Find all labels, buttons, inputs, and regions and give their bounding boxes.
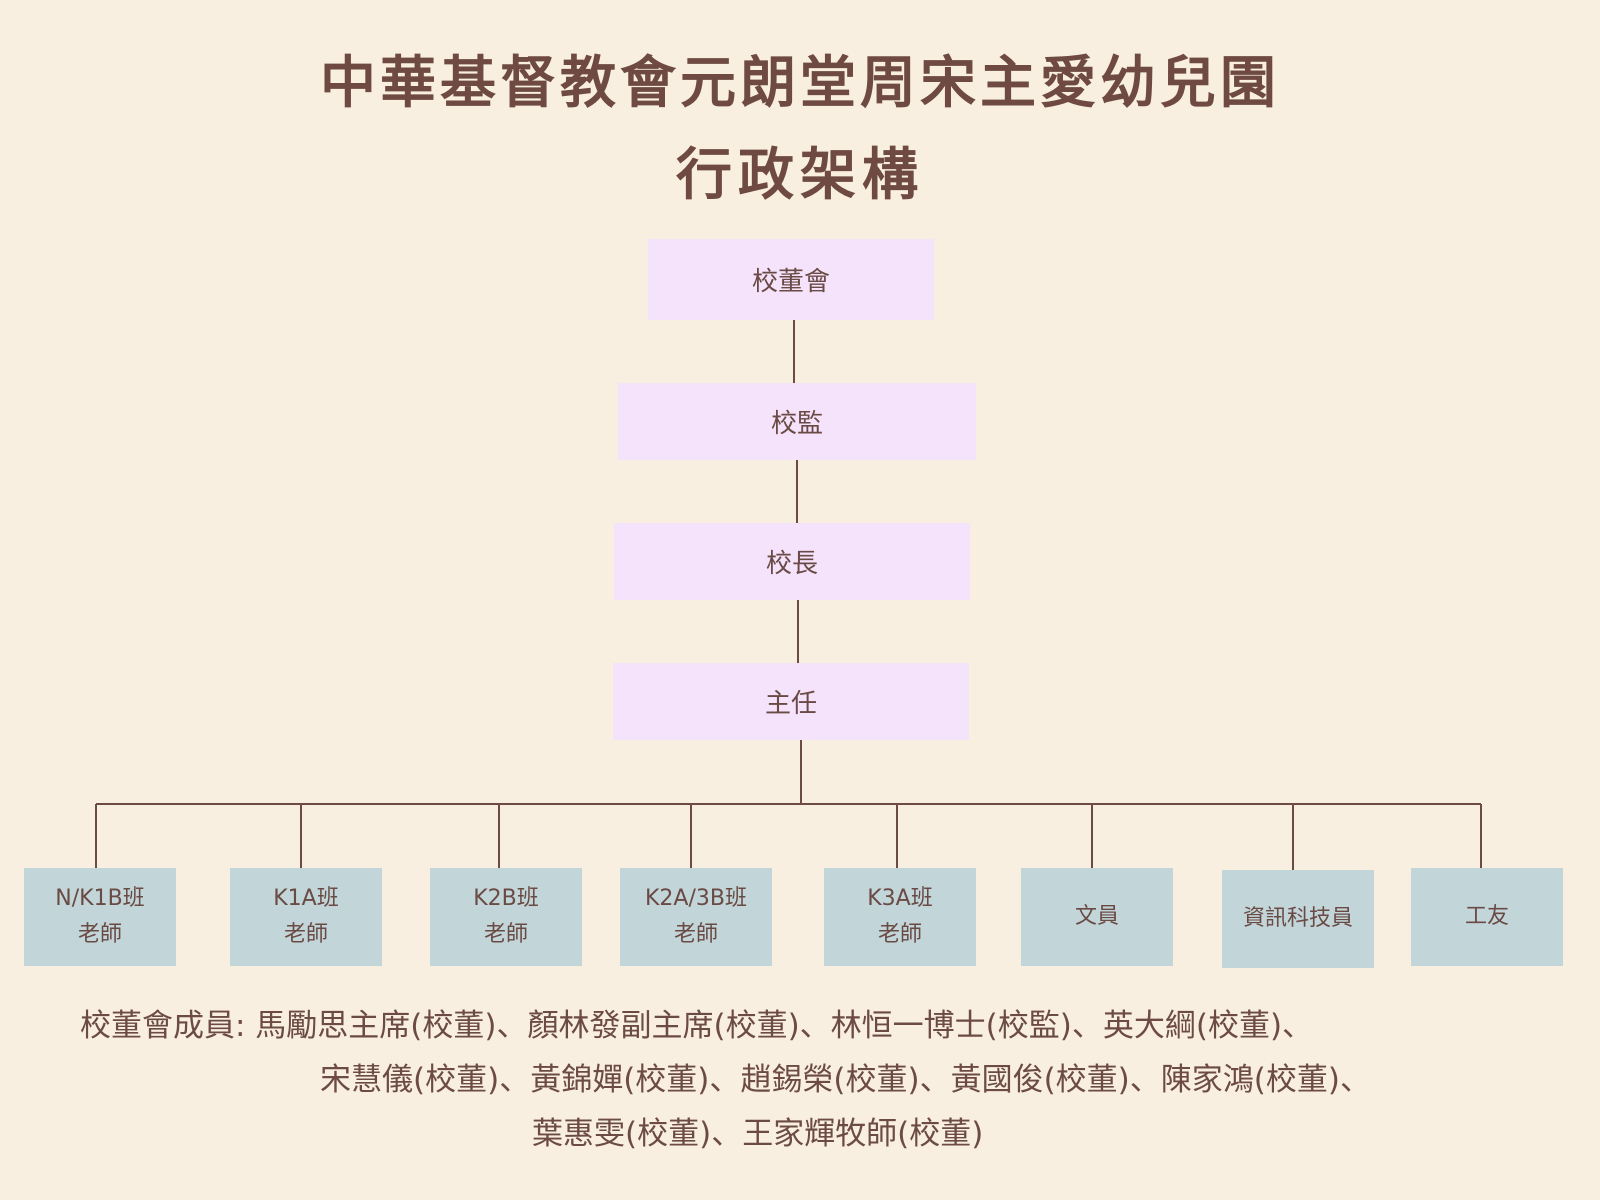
unit-name: 文員 bbox=[1074, 904, 1119, 929]
unit-name: K3A班 bbox=[867, 886, 933, 911]
unit-name: K2B班 bbox=[473, 886, 539, 911]
unit-sub: 老師 bbox=[283, 922, 328, 947]
principal-box: 校長 bbox=[614, 523, 970, 600]
director-box: 主任 bbox=[613, 663, 969, 740]
board-members-line-2: 宋慧儀(校董)、黃錦嬋(校董)、趙錫榮(校董)、黃國俊(校董)、陳家鴻(校董)、 bbox=[320, 1062, 1371, 1098]
unit-box: 工友 bbox=[1411, 868, 1563, 966]
unit-name: 工友 bbox=[1464, 904, 1509, 929]
board-box: 校董會 bbox=[648, 239, 934, 320]
supervisor-label: 校監 bbox=[770, 409, 823, 439]
unit-sub: 老師 bbox=[877, 922, 922, 947]
board-label: 校董會 bbox=[751, 267, 830, 297]
unit-box: K2B班 老師 bbox=[430, 868, 582, 966]
unit-sub: 老師 bbox=[77, 922, 122, 947]
unit-box: 資訊科技員 bbox=[1222, 870, 1374, 968]
director-label: 主任 bbox=[764, 689, 817, 719]
unit-sub: 老師 bbox=[673, 922, 718, 947]
board-members-line-1: 校董會成員: 馬勵思主席(校董)、顏林發副主席(校董)、林恒一博士(校監)、英大… bbox=[80, 1008, 1314, 1044]
unit-name: N/K1B班 bbox=[55, 886, 145, 911]
unit-box: K3A班 老師 bbox=[824, 868, 976, 966]
unit-name: K2A/3B班 bbox=[645, 886, 747, 911]
unit-name: 資訊科技員 bbox=[1242, 906, 1353, 931]
unit-box: K2A/3B班 老師 bbox=[620, 868, 772, 966]
unit-sub: 老師 bbox=[483, 922, 528, 947]
principal-label: 校長 bbox=[765, 549, 818, 579]
supervisor-box: 校監 bbox=[618, 383, 976, 460]
unit-name: K1A班 bbox=[273, 886, 339, 911]
page-title: 中華基督教會元朗堂周宋主愛幼兒園 bbox=[320, 51, 1280, 116]
unit-box: N/K1B班 老師 bbox=[24, 868, 176, 966]
page-subtitle: 行政架構 bbox=[676, 143, 924, 208]
board-members-line-3: 葉惠雯(校董)、王家輝牧師(校董) bbox=[532, 1116, 984, 1152]
unit-box: K1A班 老師 bbox=[230, 868, 382, 966]
unit-box: 文員 bbox=[1021, 868, 1173, 966]
